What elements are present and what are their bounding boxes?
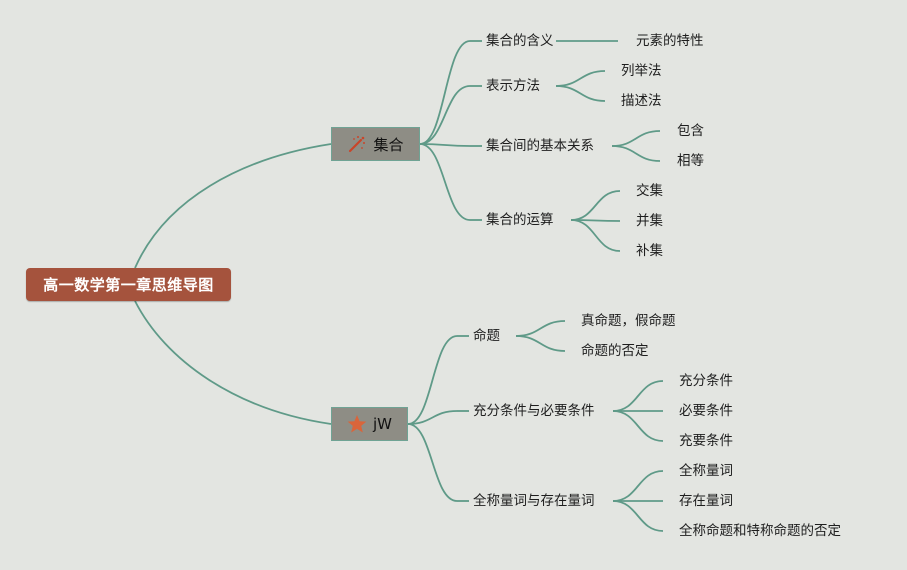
topic-0-0[interactable]: 集合的含义 bbox=[486, 33, 554, 49]
branch-label-logic: jW bbox=[373, 415, 392, 433]
subtopic-0-3-2[interactable]: 补集 bbox=[636, 243, 663, 259]
topic-1-0[interactable]: 命题 bbox=[473, 328, 500, 344]
subtopic-0-2-0[interactable]: 包含 bbox=[677, 123, 704, 139]
topic-0-3-child-2-connector bbox=[570, 219, 621, 252]
magic-wand-icon bbox=[347, 134, 367, 154]
subtopic-0-1-0[interactable]: 列举法 bbox=[621, 63, 662, 79]
topic-0-3[interactable]: 集合的运算 bbox=[486, 212, 554, 228]
subtopic-0-1-1[interactable]: 描述法 bbox=[621, 93, 662, 109]
root-to-logic-connector bbox=[134, 300, 332, 425]
topic-0-1-child-0-connector bbox=[555, 70, 606, 87]
subtopic-0-0-0[interactable]: 元素的特性 bbox=[636, 33, 704, 49]
subtopic-1-1-1[interactable]: 必要条件 bbox=[679, 403, 733, 419]
root-title: 高一数学第一章思维导图 bbox=[43, 276, 214, 294]
subtopic-1-2-2[interactable]: 全称命题和特称命题的否定 bbox=[679, 523, 841, 539]
branch-1-to-node-1-connector bbox=[407, 410, 458, 425]
branch-1-to-node-2-connector bbox=[407, 423, 458, 502]
topic-0-1-child-1-connector bbox=[555, 85, 606, 102]
subtopic-1-2-1[interactable]: 存在量词 bbox=[679, 493, 733, 509]
branch-0-to-node-1-connector bbox=[419, 85, 471, 145]
topic-1-0-child-0-connector bbox=[515, 320, 566, 337]
subtopic-0-3-1[interactable]: 并集 bbox=[636, 213, 663, 229]
topic-0-2[interactable]: 集合间的基本关系 bbox=[486, 138, 594, 154]
branch-label-sets: 集合 bbox=[373, 135, 404, 154]
topic-0-2-child-1-connector bbox=[611, 145, 661, 162]
topic-0-1[interactable]: 表示方法 bbox=[486, 78, 540, 94]
subtopic-1-0-1[interactable]: 命题的否定 bbox=[581, 343, 649, 359]
branch-node-logic[interactable]: jW bbox=[331, 407, 408, 441]
branch-0-to-node-0-connector bbox=[419, 40, 471, 145]
subtopic-1-2-0[interactable]: 全称量词 bbox=[679, 463, 733, 479]
branch-0-to-node-2-connector bbox=[419, 143, 471, 147]
star-icon bbox=[347, 414, 367, 434]
topic-1-1-child-2-connector bbox=[612, 410, 664, 442]
branch-node-sets[interactable]: 集合 bbox=[331, 127, 420, 161]
subtopic-0-2-1[interactable]: 相等 bbox=[677, 153, 704, 169]
branch-1-to-node-0-connector bbox=[407, 335, 458, 425]
topic-1-2-child-2-connector bbox=[612, 500, 664, 532]
branch-0-to-node-3-connector bbox=[419, 143, 471, 221]
subtopic-1-1-0[interactable]: 充分条件 bbox=[679, 373, 733, 389]
topic-1-2-child-0-connector bbox=[612, 470, 664, 502]
topic-1-1[interactable]: 充分条件与必要条件 bbox=[473, 403, 595, 419]
topic-1-1-child-0-connector bbox=[612, 380, 664, 412]
topic-0-2-child-0-connector bbox=[611, 130, 661, 147]
topic-1-0-child-1-connector bbox=[515, 335, 566, 352]
root-to-sets-connector bbox=[134, 143, 332, 269]
topic-1-2[interactable]: 全称量词与存在量词 bbox=[473, 493, 595, 509]
root-node[interactable]: 高一数学第一章思维导图 bbox=[26, 268, 231, 301]
subtopic-0-3-0[interactable]: 交集 bbox=[636, 183, 663, 199]
subtopic-1-1-2[interactable]: 充要条件 bbox=[679, 433, 733, 449]
subtopic-1-0-0[interactable]: 真命题，假命题 bbox=[581, 313, 676, 329]
topic-0-3-child-0-connector bbox=[570, 190, 621, 221]
